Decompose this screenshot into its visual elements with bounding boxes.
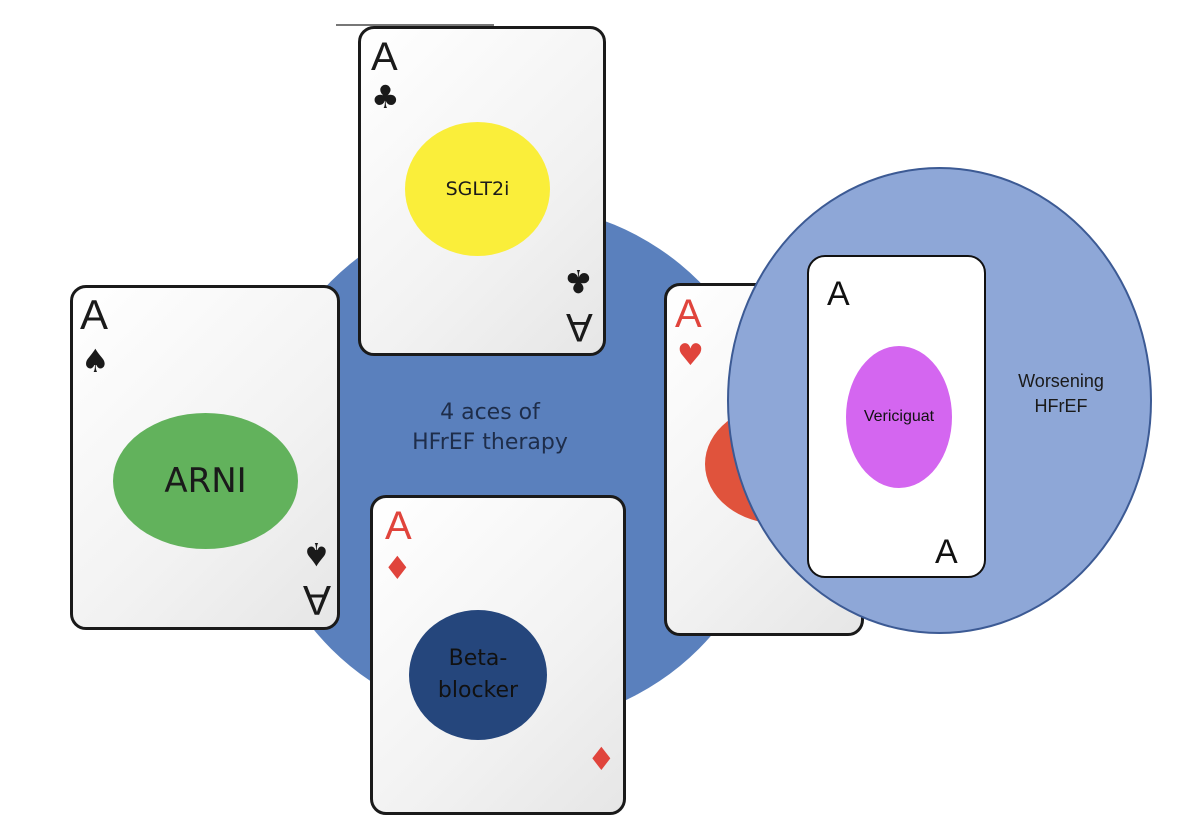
center-label: 4 aces of HFrEF therapy — [395, 398, 585, 458]
card-rank: A — [385, 504, 412, 548]
worsening-label: Worsening HFrEF — [996, 369, 1126, 419]
center-label-line2: HFrEF therapy — [412, 430, 568, 455]
beta-blocker-label-line1: Beta- — [448, 646, 508, 671]
card-ace-of-spades: A ♠ ARNI ♠ A — [70, 285, 340, 630]
card-rank: A — [935, 533, 958, 571]
diamond-icon: ♦ — [587, 740, 616, 778]
vericiguat-ellipse: Vericiguat — [846, 346, 952, 488]
card-rank: A — [80, 291, 109, 338]
diamond-icon: ♦ — [383, 549, 412, 587]
worsening-label-line2: HFrEF — [1034, 396, 1088, 416]
card-ace-of-clubs: A ♣ SGLT2i ♣ A — [358, 26, 606, 356]
spade-icon: ♠ — [81, 342, 110, 380]
sglt2i-label: SGLT2i — [445, 178, 510, 200]
card-rank: A — [302, 577, 331, 624]
club-icon: ♣ — [371, 78, 400, 116]
card-rank: A — [566, 305, 593, 349]
diagram: 4 aces of HFrEF therapy A ♥ A ♠ ARNI ♠ A… — [70, 24, 1152, 815]
spade-icon: ♠ — [302, 535, 331, 573]
vericiguat-label: Vericiguat — [863, 408, 935, 425]
card-rank: A — [827, 275, 850, 313]
card-rank: A — [371, 35, 398, 79]
card-vericiguat: A Vericiguat A — [807, 255, 986, 578]
club-icon: ♣ — [564, 262, 593, 300]
beta-blocker-label-line2: blocker — [437, 678, 519, 703]
arni-label: ARNI — [164, 461, 247, 501]
card-rank: A — [675, 292, 702, 336]
top-rule — [336, 24, 494, 26]
heart-icon: ♥ — [677, 338, 704, 373]
center-label-line1: 4 aces of — [440, 400, 540, 425]
arni-ellipse: ARNI — [113, 413, 298, 549]
beta-blocker-ellipse: Beta- blocker — [409, 610, 547, 740]
sglt2i-ellipse: SGLT2i — [405, 122, 550, 256]
worsening-label-line1: Worsening — [1018, 371, 1104, 391]
card-ace-of-diamonds: A ♦ Beta- blocker ♦ — [370, 495, 626, 815]
